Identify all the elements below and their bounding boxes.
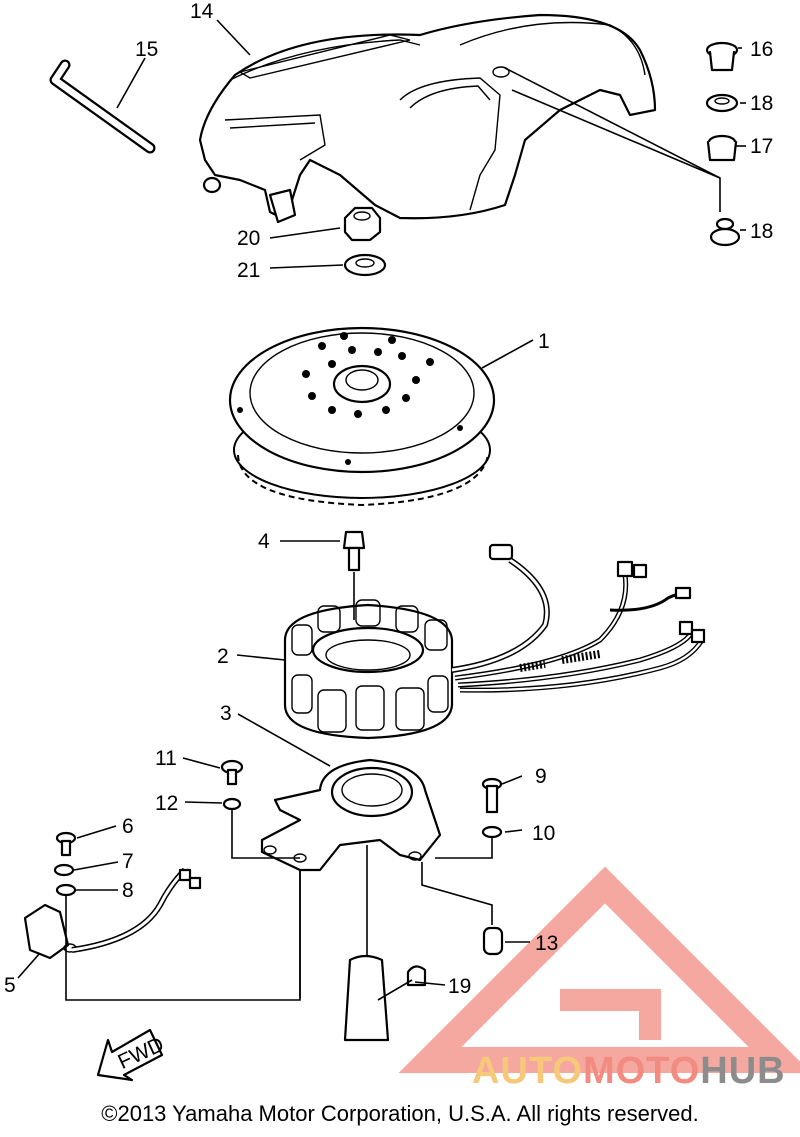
- pulser-coil: [23, 867, 202, 960]
- washer-7: [53, 863, 75, 877]
- label-9: 9: [535, 765, 547, 788]
- flywheel-cover: [198, 13, 657, 224]
- watermark-word-auto: AUTO: [472, 1050, 583, 1092]
- screw-9: [481, 777, 503, 814]
- grommet-18-bottom: [709, 217, 741, 247]
- crankshaft: [343, 954, 390, 1042]
- washer-8: [55, 883, 77, 897]
- label-17: 17: [750, 135, 773, 158]
- label-21: 21: [237, 259, 260, 282]
- watermark-text: AUTOMOTOHUB: [472, 1050, 786, 1093]
- label-14: 14: [190, 0, 214, 23]
- label-8: 8: [122, 879, 134, 902]
- nut: [343, 206, 382, 242]
- label-18-top: 18: [750, 92, 773, 115]
- label-5: 5: [4, 974, 16, 997]
- washer-10: [481, 825, 503, 839]
- label-6: 6: [122, 815, 134, 838]
- label-12: 12: [155, 792, 178, 815]
- washer: [343, 253, 387, 277]
- label-16: 16: [750, 38, 773, 61]
- leader-lines: [17, 19, 746, 1001]
- label-18-bottom: 18: [750, 220, 773, 243]
- label-19: 19: [448, 975, 471, 998]
- watermark-word-hub: HUB: [700, 1050, 786, 1092]
- screw-6: [55, 831, 77, 857]
- grommet-16: [705, 41, 739, 72]
- dowel-13: [482, 926, 504, 956]
- screw-11: [220, 759, 244, 786]
- part-labels: 14 15 16 18 17 18 20 21 1 4 2 3 11 12 9 …: [4, 0, 773, 998]
- label-2: 2: [217, 645, 229, 668]
- label-15: 15: [135, 38, 158, 61]
- flywheel: [228, 326, 496, 507]
- stator: [283, 543, 706, 740]
- washer-12: [222, 797, 242, 811]
- label-7: 7: [122, 850, 134, 873]
- label-20: 20: [237, 227, 260, 250]
- label-13: 13: [535, 932, 558, 955]
- copyright-notice: ©2013 Yamaha Motor Corporation, U.S.A. A…: [101, 1101, 699, 1126]
- base-plate: [260, 758, 442, 872]
- watermark-word-moto: MOTO: [582, 1050, 701, 1092]
- watermark-logo: [398, 866, 800, 1073]
- label-11: 11: [155, 747, 177, 770]
- forward-arrow: FWD: [96, 1028, 168, 1082]
- grommet-18-top: [705, 93, 739, 113]
- hose: [49, 59, 156, 154]
- grommet-17: [706, 134, 738, 162]
- label-4: 4: [258, 530, 270, 553]
- label-1: 1: [538, 330, 550, 353]
- label-10: 10: [532, 822, 555, 845]
- bolt-4: [342, 530, 366, 572]
- label-3: 3: [220, 702, 232, 725]
